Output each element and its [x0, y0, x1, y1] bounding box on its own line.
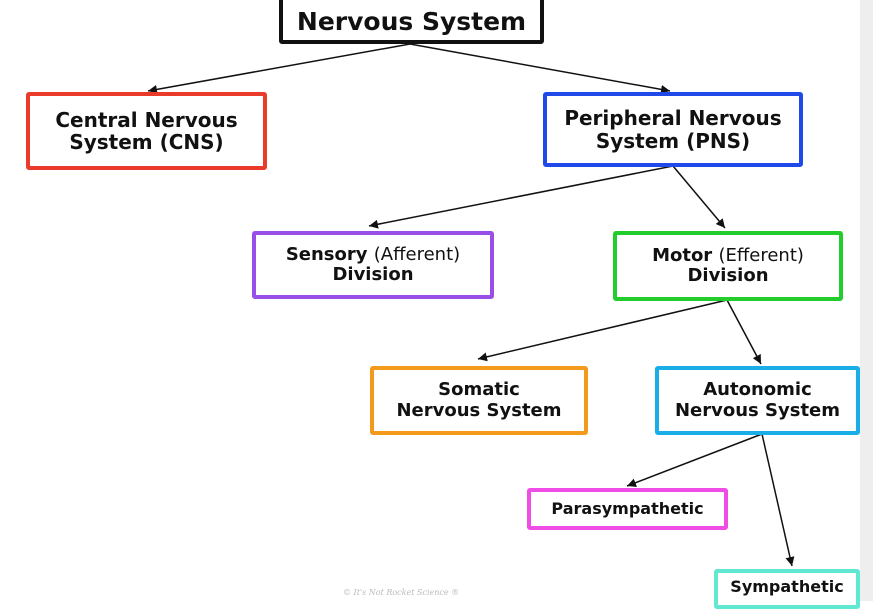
- node-central-nervous-system: Central Nervous System (CNS): [26, 92, 267, 170]
- node-pns-line-1: Peripheral Nervous: [564, 106, 782, 131]
- node-motor-line-2: Division: [687, 265, 769, 286]
- node-cns-line-2: System (CNS): [69, 130, 224, 154]
- edge-autonomic-to-sympathetic: [761, 433, 795, 567]
- node-nervous-system-title: Nervous System: [296, 7, 527, 36]
- node-autonomic-line-2: Nervous System: [674, 399, 841, 421]
- node-pns-line-2: System (PNS): [595, 128, 751, 153]
- node-sensory-line-1: Sensory (Afferent): [285, 243, 461, 265]
- edge-pns-to-motor: [672, 165, 726, 229]
- node-somatic-line-2: Nervous System: [396, 399, 562, 421]
- node-autonomic-line-1: Autonomic: [703, 379, 812, 401]
- node-cns-line-1: Central Nervous: [55, 107, 238, 132]
- edge-root-to-cns: [147, 43, 411, 94]
- node-nervous-system: Nervous System: [279, 0, 544, 44]
- node-motor-line-1: Motor (Efferent): [652, 244, 804, 266]
- node-sympathetic: Sympathetic: [714, 569, 860, 609]
- node-parasympathetic: Parasympathetic: [527, 488, 728, 530]
- node-sensory-normal-label: (Afferent): [373, 243, 461, 265]
- node-sympathetic-label: Sympathetic: [730, 577, 844, 596]
- node-autonomic-nervous-system: Autonomic Nervous System: [655, 366, 860, 435]
- node-sensory-division: Sensory (Afferent) Division: [252, 231, 494, 299]
- node-motor-normal-label: (Efferent): [718, 244, 804, 266]
- copyright-watermark: © It's Not Rocket Science ®: [343, 588, 460, 597]
- edge-autonomic-to-parasympathetic: [626, 433, 763, 487]
- edge-root-to-pns: [409, 43, 671, 94]
- node-motor-division: Motor (Efferent) Division: [613, 231, 843, 301]
- edge-pns-to-sensory: [368, 165, 674, 229]
- node-peripheral-nervous-system: Peripheral Nervous System (PNS): [543, 92, 803, 167]
- edge-motor-to-somatic: [477, 299, 728, 362]
- edge-motor-to-autonomic: [726, 299, 762, 365]
- node-somatic-line-1: Somatic: [438, 379, 520, 401]
- node-motor-bold-label: Motor: [652, 244, 713, 266]
- node-parasympathetic-label: Parasympathetic: [551, 499, 704, 519]
- right-edge-strip: [860, 0, 873, 601]
- node-somatic-nervous-system: Somatic Nervous System: [370, 366, 588, 435]
- node-sensory-line-2: Division: [332, 264, 414, 285]
- node-sensory-bold-label: Sensory: [285, 243, 368, 265]
